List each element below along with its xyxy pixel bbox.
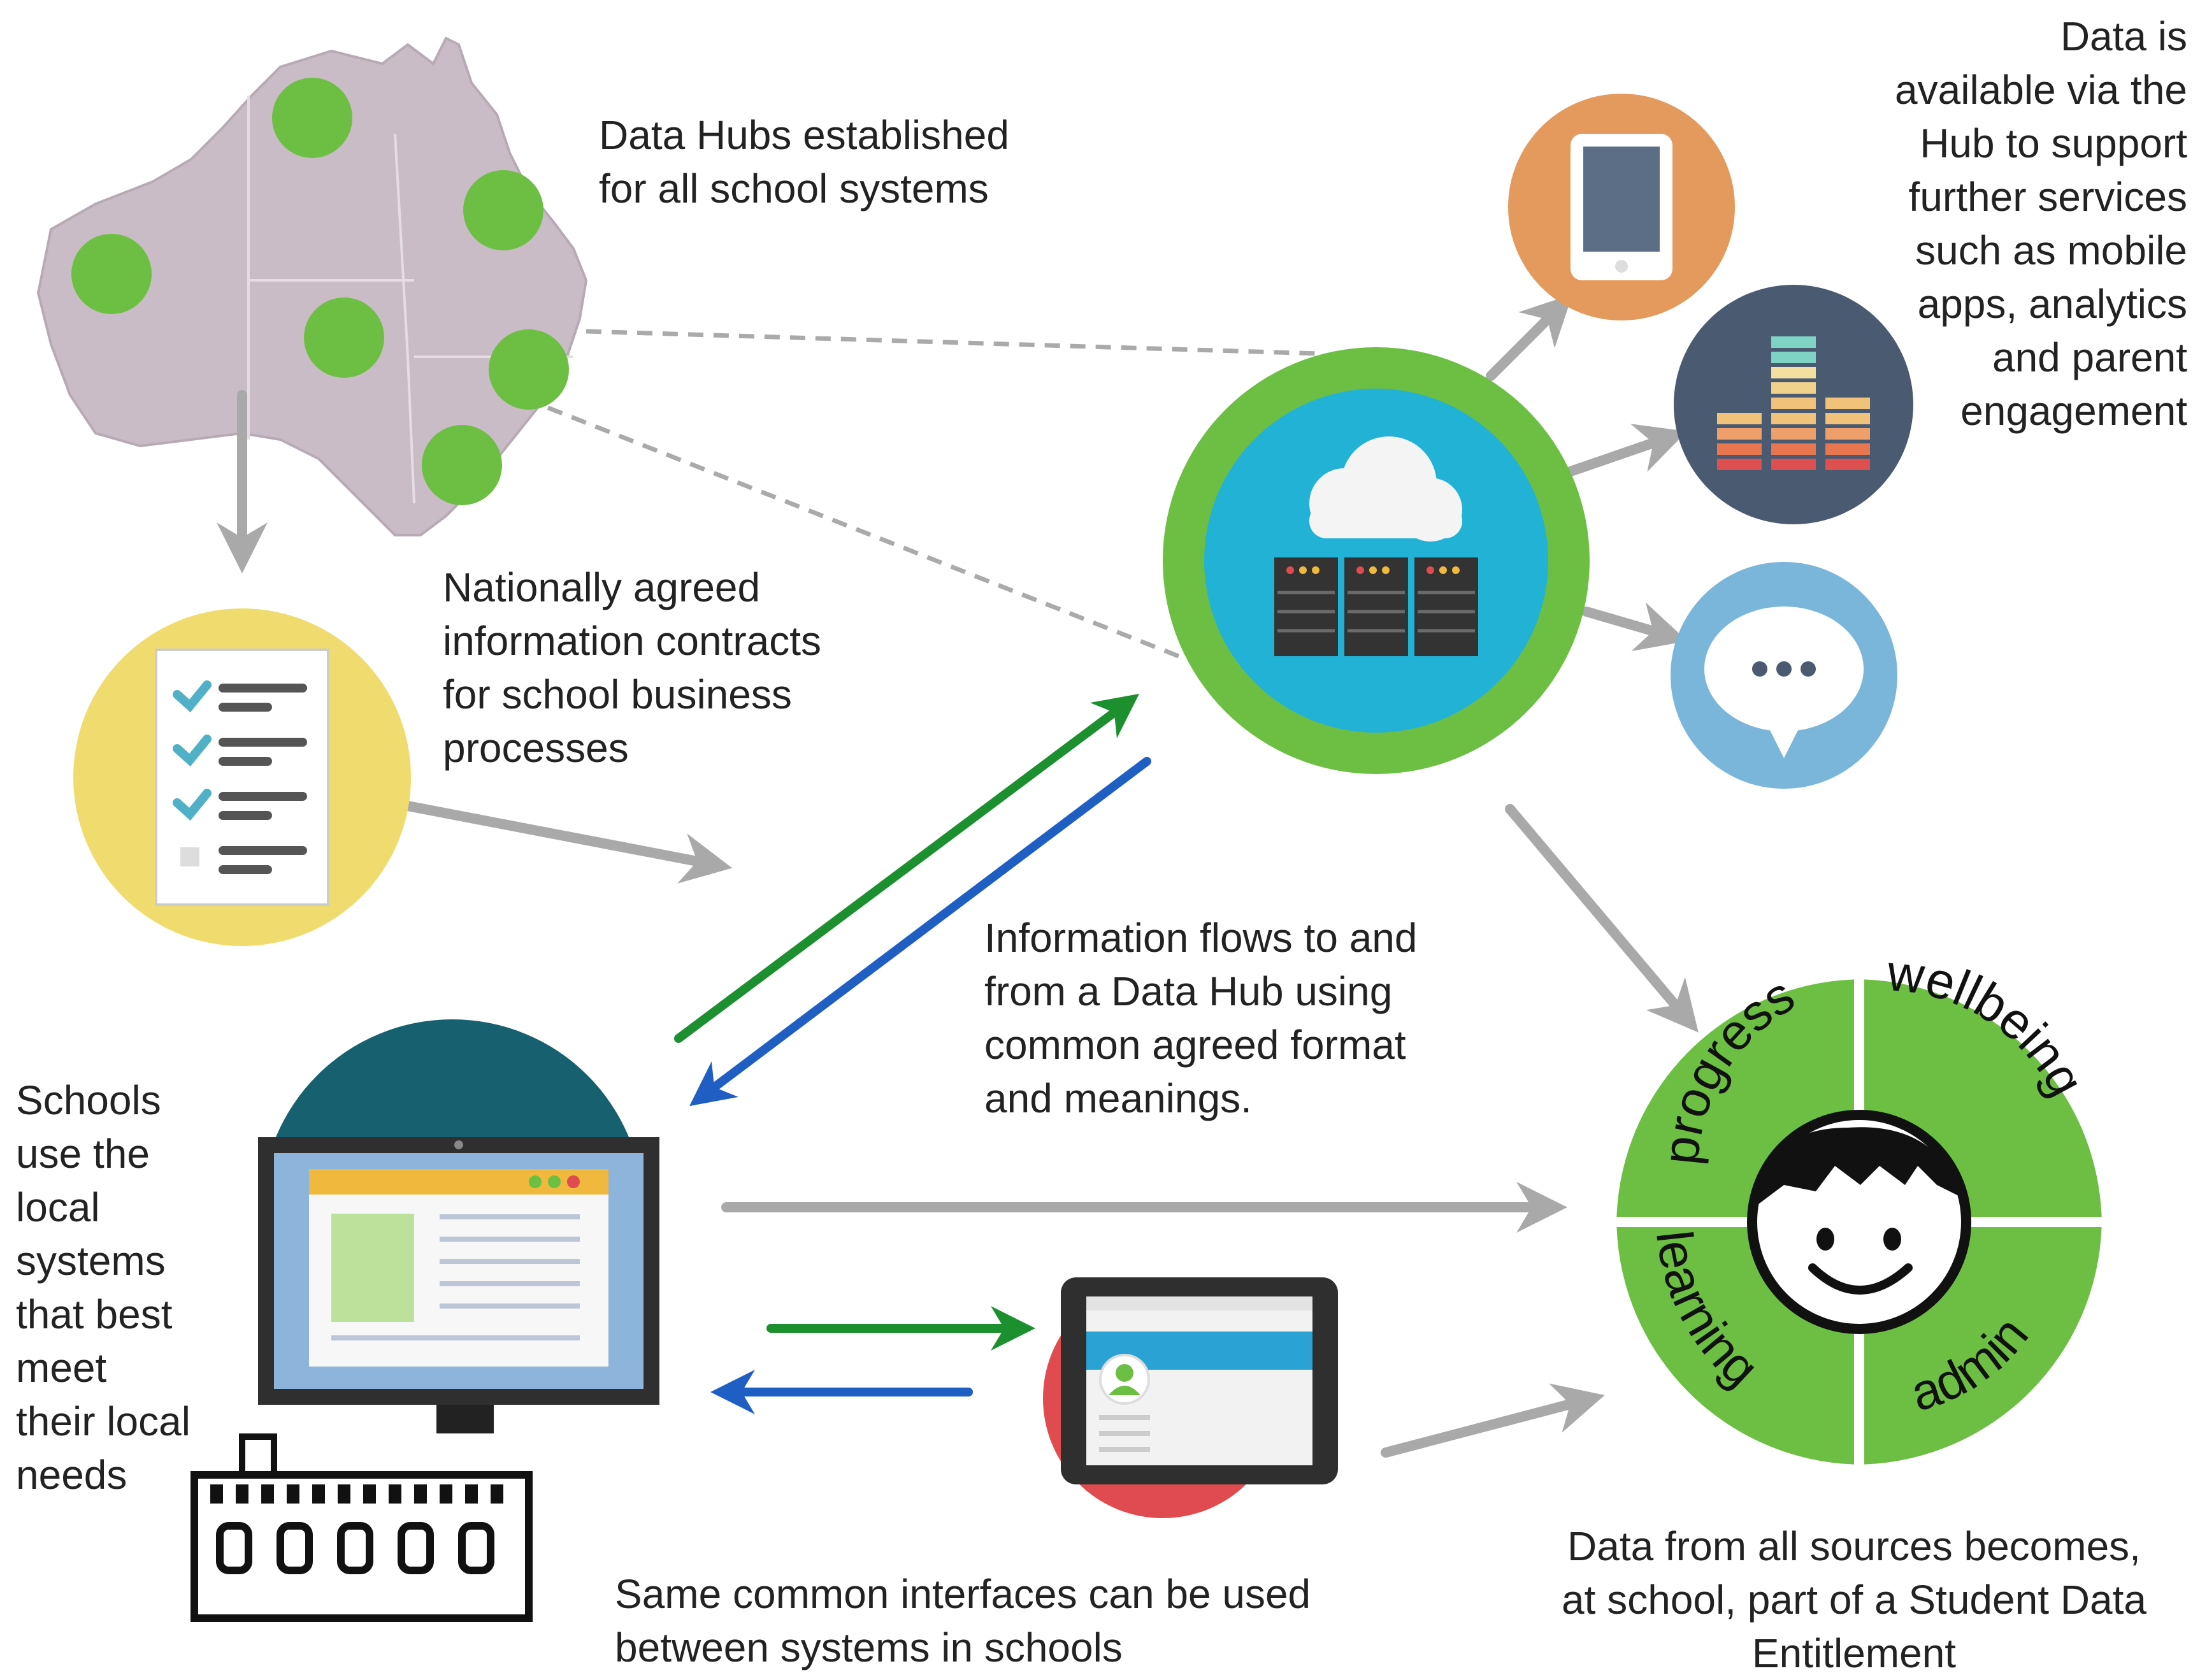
label-interfaces: Same common interfaces can be used betwe… (615, 1567, 1311, 1674)
label-contracts-line: Nationally agreed (443, 564, 761, 610)
label-schools: Schools use the local systems that best … (16, 1073, 191, 1502)
label-entitlement-line: Data from all sources becomes, (1567, 1523, 2141, 1569)
label-schools-line: meet (16, 1345, 107, 1391)
label-flows-line: and meanings. (984, 1075, 1252, 1121)
label-hubs-line: for all school systems (599, 166, 989, 212)
label-schools-line: that best (16, 1291, 173, 1337)
label-available-line: apps, analytics (1917, 281, 2187, 327)
grey-flow-arrows (217, 294, 1699, 1458)
label-flows-line: common agreed format (984, 1022, 1406, 1068)
tablet-icon (1508, 94, 1735, 320)
label-available-line: such as mobile (1915, 227, 2187, 273)
label-available-line: Data is (2060, 13, 2187, 59)
school-building-icon (191, 1433, 533, 1622)
student-face-icon: progress wellbeing learning admin (1616, 944, 2102, 1465)
label-flows-line: Information flows to and (984, 915, 1418, 961)
label-entitlement: Data from all sources becomes, at school… (1516, 1519, 2192, 1680)
checklist-icon (73, 608, 411, 946)
cloud-server-icon (1163, 347, 1590, 774)
label-schools-line: use the (16, 1131, 150, 1177)
label-available: Data is available via the Hub to support… (1895, 10, 2187, 438)
chat-bubble-icon (1671, 562, 1897, 789)
label-contracts: Nationally agreed information contracts … (443, 561, 821, 775)
label-entitlement-line: at school, part of a Student Data (1562, 1577, 2146, 1623)
label-schools-line: systems (16, 1238, 166, 1284)
label-flows-line: from a Data Hub using (984, 968, 1393, 1014)
label-available-line: Hub to support (1920, 120, 2187, 166)
label-entitlement-line: Entitlement (1751, 1630, 1957, 1676)
label-schools-line: Schools (16, 1077, 161, 1123)
label-hubs-line: Data Hubs established (599, 112, 1009, 158)
label-hubs: Data Hubs established for all school sys… (599, 108, 1009, 215)
label-schools-line: needs (16, 1452, 127, 1498)
label-schools-line: local (16, 1184, 100, 1230)
label-schools-line: their local (16, 1398, 191, 1444)
label-available-line: engagement (1960, 388, 2187, 434)
label-contracts-line: for school business (443, 671, 792, 717)
label-available-line: and parent (1992, 334, 2187, 380)
label-interfaces-line: between systems in schools (615, 1625, 1123, 1670)
analytics-chart-icon (1674, 285, 1913, 524)
australia-map-icon (36, 36, 588, 536)
label-flows: Information flows to and from a Data Hub… (984, 911, 1417, 1125)
label-interfaces-line: Same common interfaces can be used (615, 1571, 1311, 1617)
label-contracts-line: processes (443, 725, 629, 771)
label-contracts-line: information contracts (443, 618, 822, 664)
mobile-tablet-icon (1043, 1277, 1338, 1518)
desktop-computer-icon (258, 1019, 659, 1433)
label-available-line: available via the (1895, 67, 2187, 113)
map-to-hub-dashed-lines (547, 329, 1319, 659)
label-available-line: further services (1908, 174, 2187, 220)
green-blue-flow-arrows (674, 694, 1151, 1414)
